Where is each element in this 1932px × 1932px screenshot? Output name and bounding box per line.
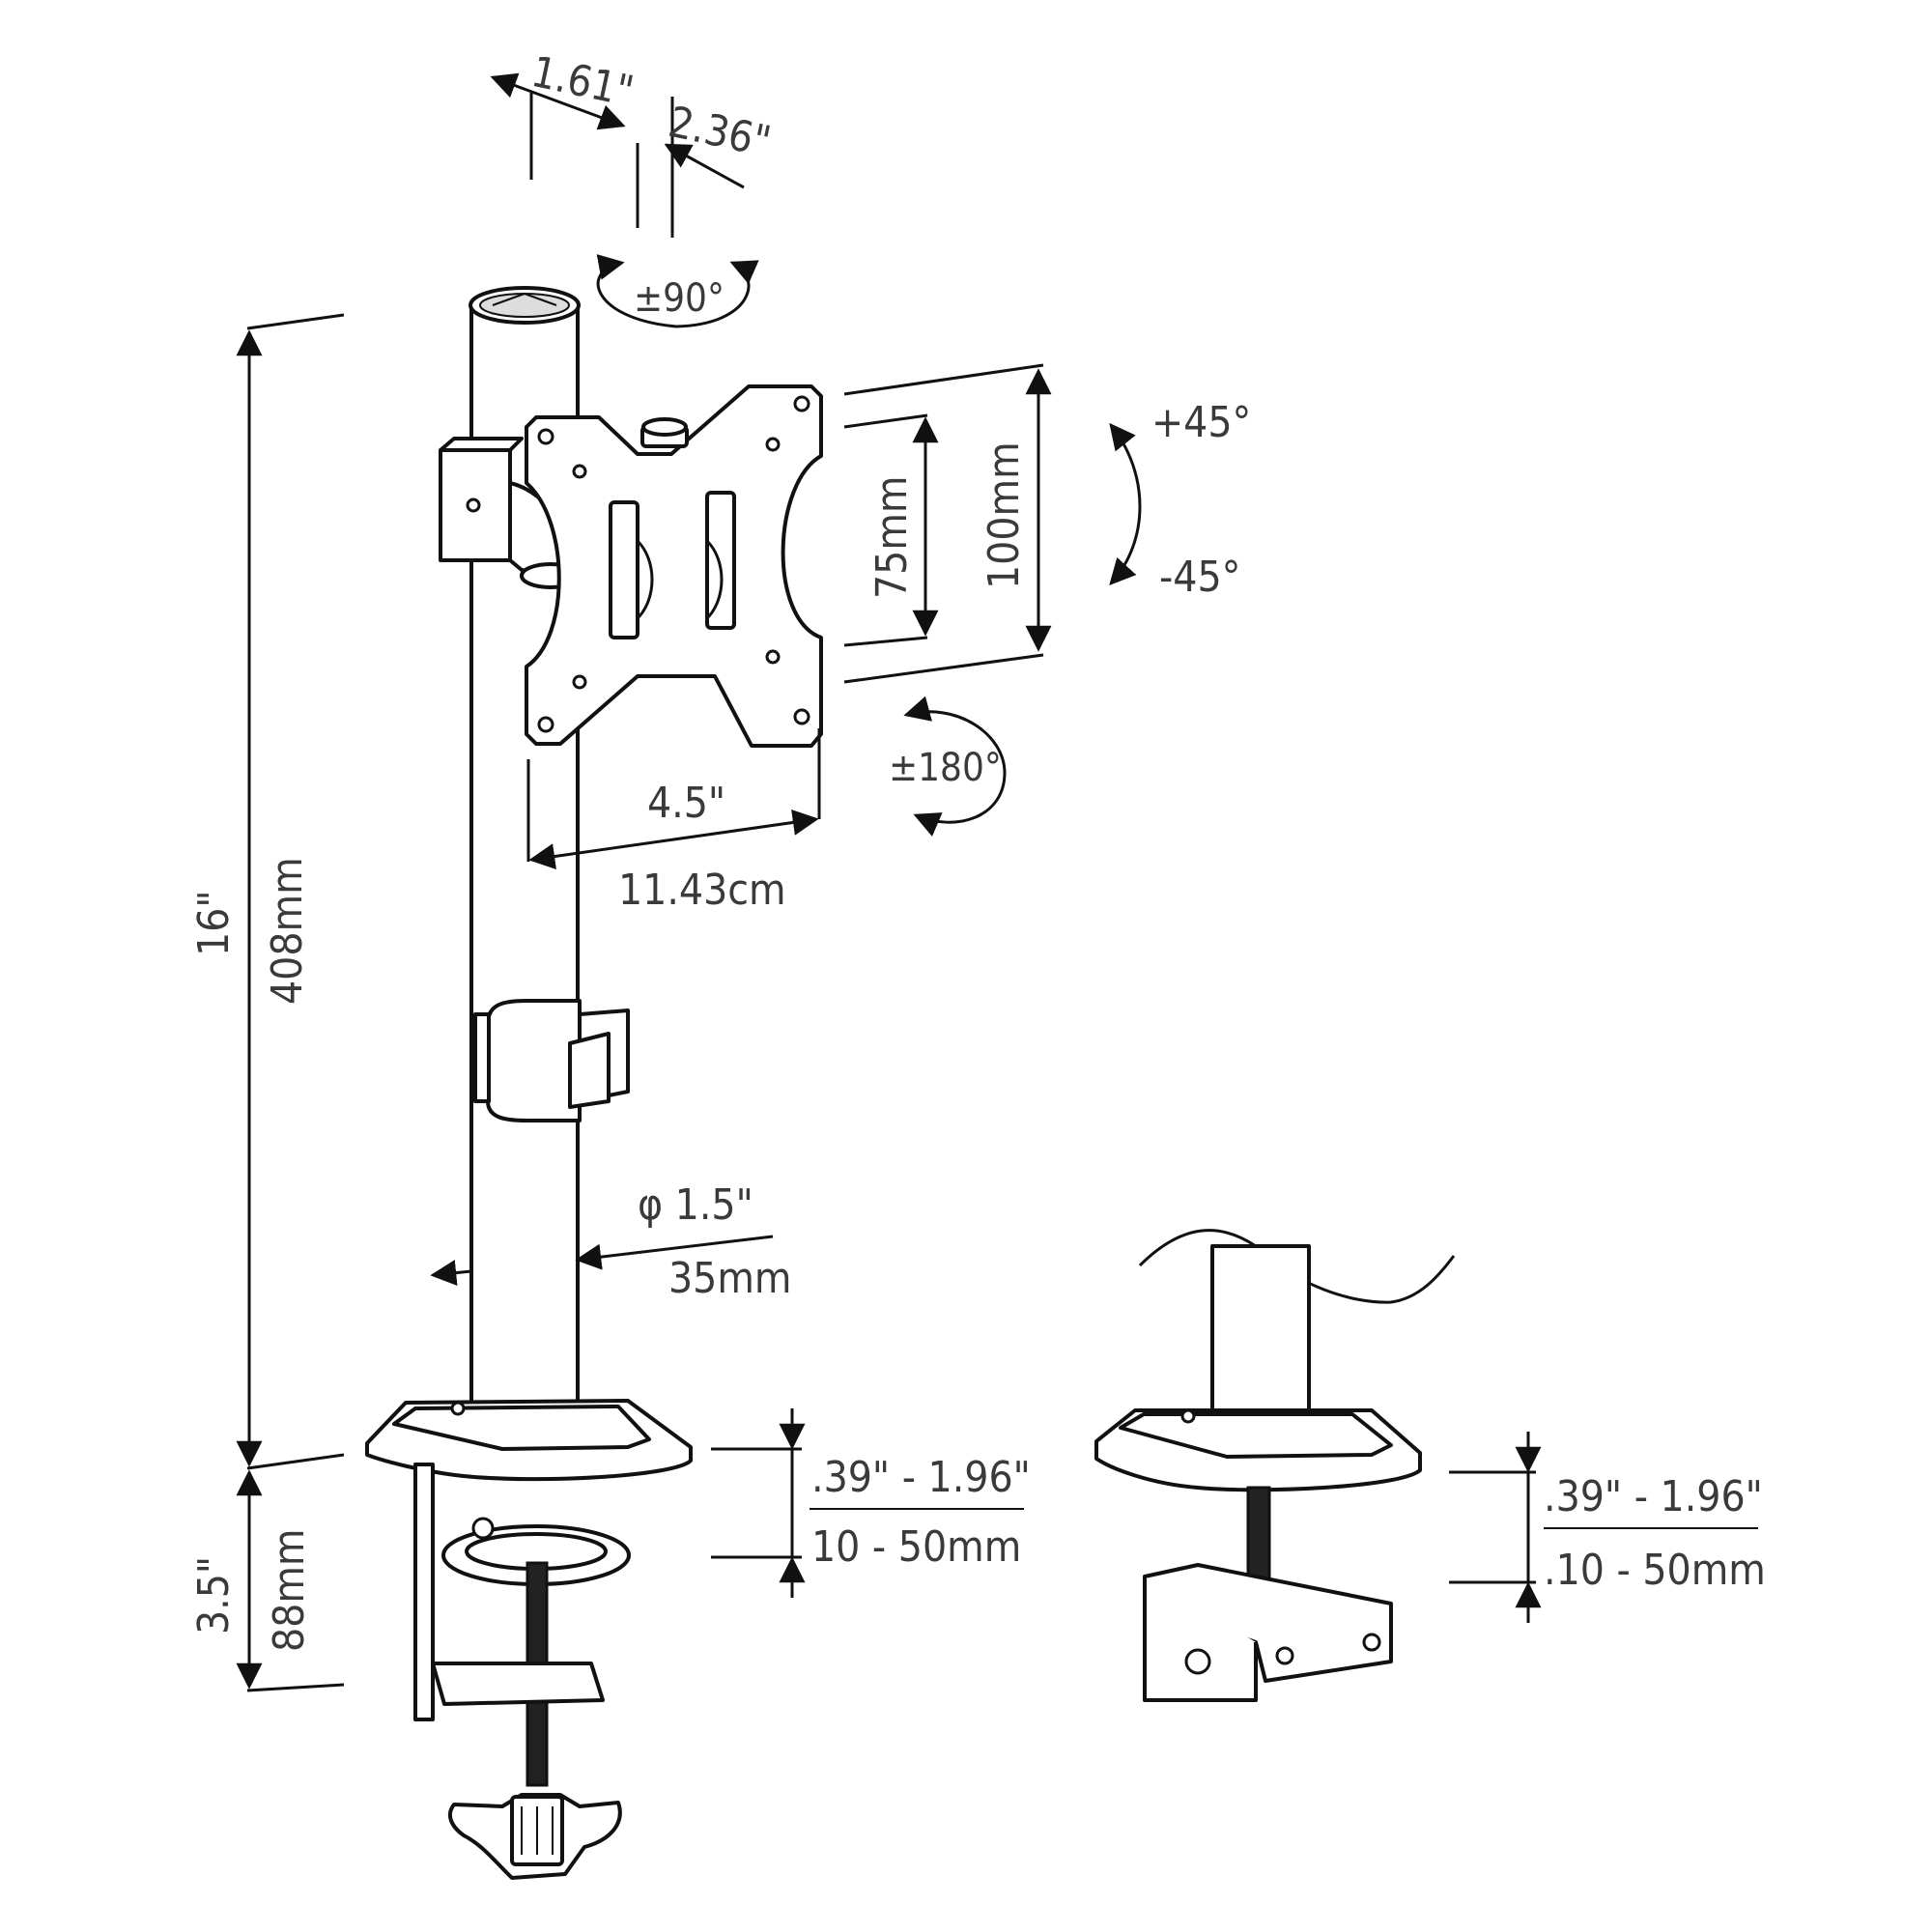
clamp-range-dimension	[711, 1408, 1024, 1598]
tilt-up-label: +45°	[1151, 398, 1251, 447]
offset-a-label: 1.61"	[527, 47, 639, 117]
pole-height-mm-label: 408mm	[263, 857, 312, 1005]
alt-clamp-range-in-label: .39" - 1.96"	[1544, 1472, 1763, 1521]
pole-diameter-dimension	[430, 1235, 774, 1287]
tilt-indicator	[1109, 422, 1142, 585]
rotation-indicator	[903, 696, 1007, 837]
base-clamp	[365, 1399, 693, 1880]
vesa-plate	[439, 384, 823, 748]
alt-clamp	[1094, 1229, 1456, 1702]
offset-dimension	[490, 72, 745, 238]
offset-b-label: 2.36"	[665, 98, 776, 167]
plate-width-in-label: 4.5"	[647, 779, 725, 828]
cable-clip	[473, 999, 630, 1122]
clamp-range-in-label: .39" - 1.96"	[811, 1453, 1031, 1502]
rotation-label: ±180°	[889, 746, 1002, 790]
vesa-dimension	[843, 363, 1052, 684]
tilt-down-label: -45°	[1159, 553, 1240, 602]
plate-width-dimension	[526, 728, 821, 869]
pole-height-in-label: 16"	[189, 890, 239, 956]
base-height-dimension	[236, 1469, 345, 1692]
pole-height-dimension	[236, 313, 345, 1470]
swivel-indicator	[596, 254, 759, 328]
alt-clamp-range-mm-label: .10 - 50mm	[1544, 1546, 1766, 1595]
vesa-large-label: 100mm	[980, 441, 1029, 589]
pole-diameter-in-label: φ 1.5"	[638, 1180, 753, 1230]
clamp-range-mm-label: 10 - 50mm	[811, 1522, 1021, 1572]
pole-diameter-mm-label: 35mm	[668, 1254, 792, 1303]
vesa-small-label: 75mm	[867, 476, 917, 600]
base-height-mm-label: 88mm	[265, 1529, 314, 1653]
swivel-label: ±90°	[634, 276, 724, 321]
base-height-in-label: 3.5"	[189, 1556, 239, 1634]
plate-width-cm-label: 11.43cm	[618, 866, 786, 915]
alt-clamp-range-dimension	[1449, 1432, 1758, 1623]
